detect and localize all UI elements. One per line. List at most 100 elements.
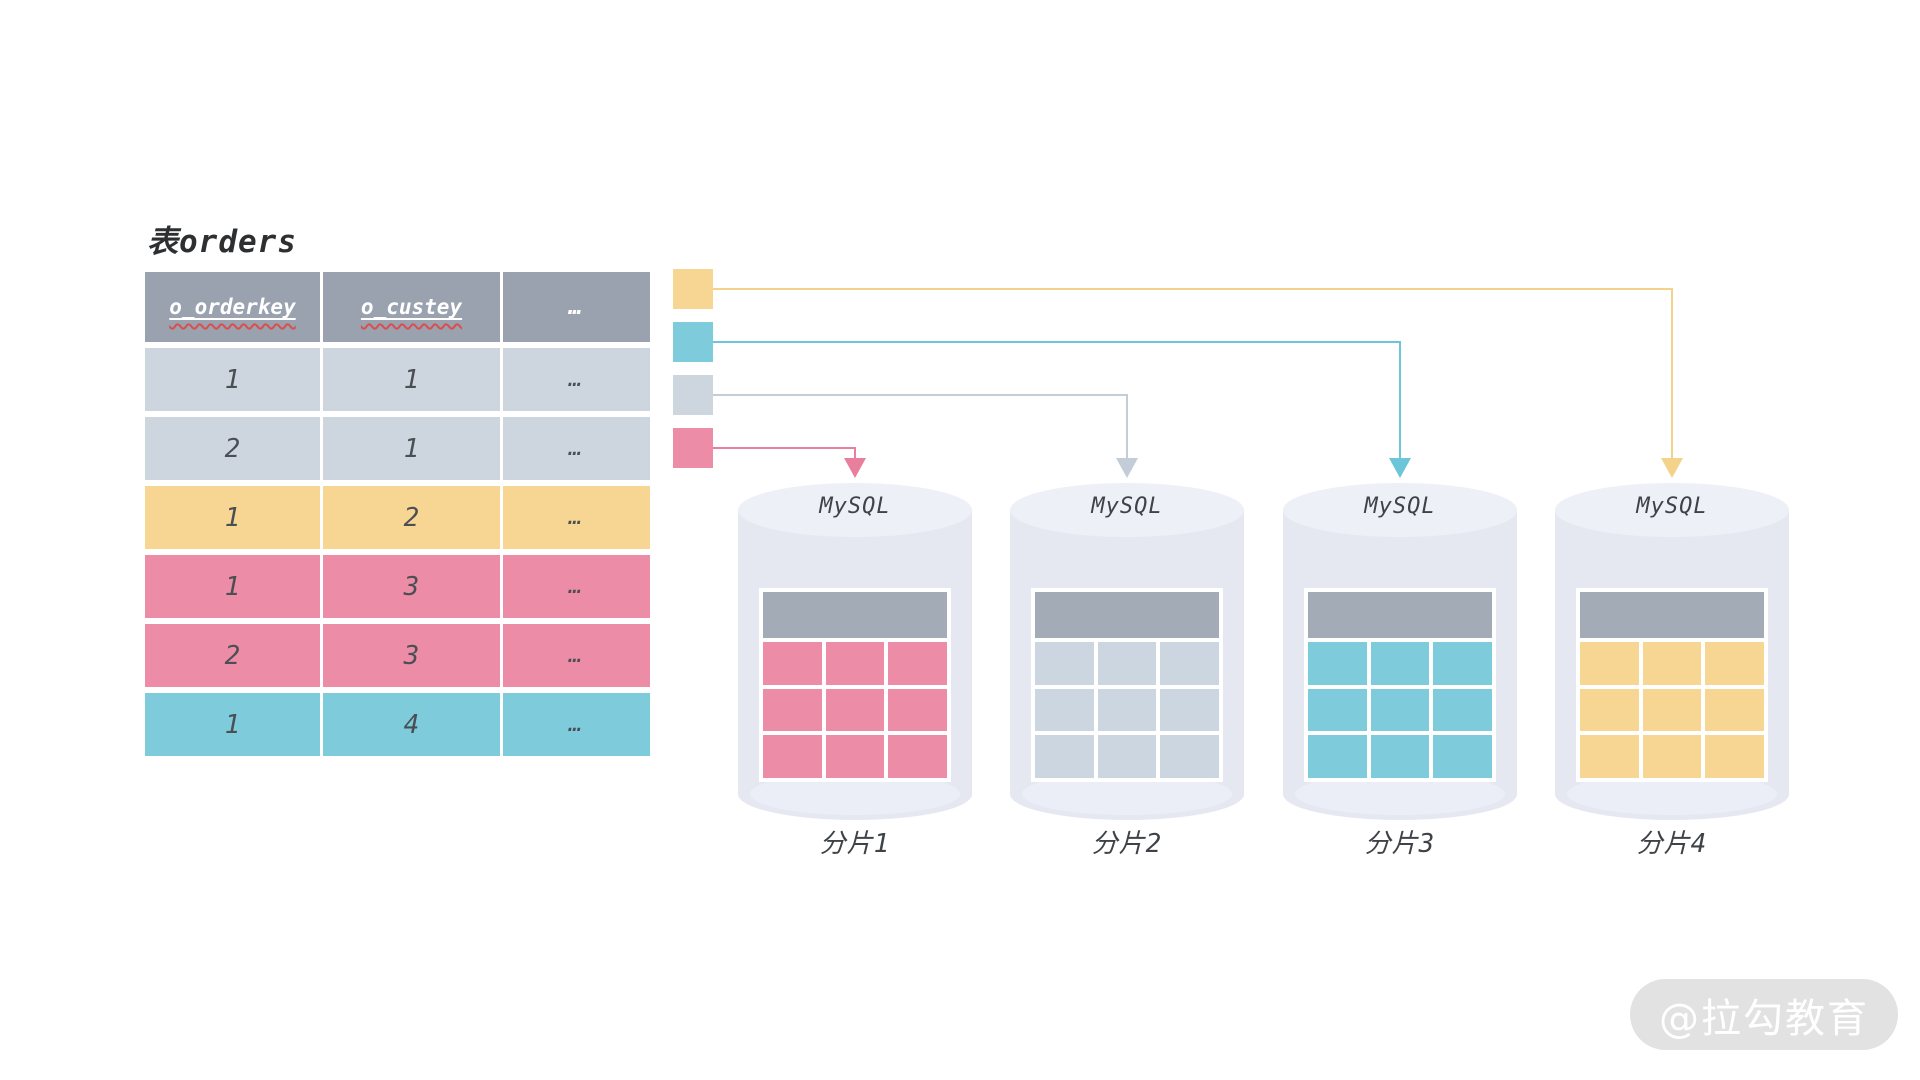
- shard-label-1: 分片1: [819, 829, 891, 859]
- table-row: 1 1 …: [145, 348, 650, 411]
- shard-cell: [1160, 735, 1219, 778]
- shard-table: [1031, 588, 1223, 782]
- shard-cell: [1308, 735, 1367, 778]
- shard-cell: [1580, 688, 1639, 732]
- shard-cell: [763, 688, 822, 732]
- shard-table: [1576, 588, 1768, 782]
- shard-table-cells: [1308, 642, 1492, 778]
- arrow-down-icon: [1116, 458, 1138, 478]
- table-row: 2 1 …: [145, 417, 650, 480]
- cylinder-top-cap: [1555, 483, 1789, 537]
- shard-cell: [1308, 688, 1367, 732]
- mysql-cylinder-shard4: MySQL: [1555, 483, 1789, 820]
- header-underline: o_custey: [361, 295, 462, 319]
- table-row: 1 2 …: [145, 486, 650, 549]
- shard-cell: [1580, 735, 1639, 778]
- cell-custey: 1: [323, 417, 500, 480]
- connector-pink-hline: [713, 447, 855, 449]
- cell-custey: 4: [323, 693, 500, 756]
- shard-cell: [825, 688, 885, 732]
- shard-cell: [1705, 735, 1764, 778]
- shard-cell: [1160, 688, 1219, 732]
- cell-orderkey: 2: [145, 417, 320, 480]
- shard-cell: [888, 735, 947, 778]
- shard-cell: [1433, 688, 1492, 732]
- shard-cell: [1370, 735, 1430, 778]
- connector-yellow-vline: [1671, 288, 1673, 458]
- cell-ellipsis: …: [503, 693, 650, 756]
- shard-label-4: 分片4: [1636, 829, 1708, 859]
- shard-cell: [763, 735, 822, 778]
- table-title: 表orders: [147, 224, 297, 260]
- shard-cell: [1370, 642, 1430, 685]
- cell-ellipsis: …: [503, 486, 650, 549]
- shard-table-header: [763, 592, 947, 638]
- shard-table-cells: [1580, 642, 1764, 778]
- connector-gray-vline: [1126, 394, 1128, 458]
- shard-cell: [1160, 642, 1219, 685]
- shard-cell: [1642, 642, 1702, 685]
- table-row: 1 4 …: [145, 693, 650, 756]
- shard-cell: [1580, 642, 1639, 685]
- table-row: 2 3 …: [145, 624, 650, 687]
- cell-ellipsis: …: [503, 624, 650, 687]
- shard-cell: [888, 642, 947, 685]
- mysql-label: MySQL: [819, 494, 891, 519]
- cell-custey: 1: [323, 348, 500, 411]
- swatch-cyan: [673, 322, 713, 362]
- swatch-gray-blue: [673, 375, 713, 415]
- shard-table-cells: [763, 642, 947, 778]
- header-cell-custey: o_custey: [323, 272, 500, 342]
- cell-orderkey: 1: [145, 486, 320, 549]
- cell-orderkey: 2: [145, 624, 320, 687]
- shard-cell: [1705, 688, 1764, 732]
- cell-custey: 3: [323, 555, 500, 618]
- arrow-down-icon: [844, 458, 866, 478]
- cell-orderkey: 1: [145, 348, 320, 411]
- shard-table-header: [1308, 592, 1492, 638]
- shard-cell: [888, 688, 947, 732]
- header-underline: o_orderkey: [169, 295, 295, 319]
- cell-ellipsis: …: [503, 348, 650, 411]
- cell-orderkey: 1: [145, 693, 320, 756]
- cell-orderkey: 1: [145, 555, 320, 618]
- shard-cell: [825, 642, 885, 685]
- connector-cyan-vline: [1399, 341, 1401, 458]
- shard-cell: [1642, 688, 1702, 732]
- connector-pink-vline: [854, 447, 856, 458]
- shard-cell: [825, 735, 885, 778]
- shard-cell: [1097, 688, 1157, 732]
- cell-ellipsis: …: [503, 417, 650, 480]
- connector-gray-hline: [713, 394, 1127, 396]
- arrow-down-icon: [1389, 458, 1411, 478]
- shard-label-3: 分片3: [1364, 829, 1436, 859]
- swatch-yellow: [673, 269, 713, 309]
- shard-table-header: [1035, 592, 1219, 638]
- mysql-cylinder-shard2: MySQL: [1010, 483, 1244, 820]
- table-row: 1 3 …: [145, 555, 650, 618]
- shard-cell: [1097, 642, 1157, 685]
- connector-cyan-hline: [713, 341, 1400, 343]
- connector-yellow-hline: [713, 288, 1672, 290]
- shard-cell: [1035, 735, 1094, 778]
- cell-custey: 2: [323, 486, 500, 549]
- mysql-label: MySQL: [1636, 494, 1708, 519]
- shard-cell: [1433, 735, 1492, 778]
- mysql-cylinder-shard3: MySQL: [1283, 483, 1517, 820]
- mysql-cylinder-shard1: MySQL: [738, 483, 972, 820]
- shard-cell: [1308, 642, 1367, 685]
- mysql-label: MySQL: [1364, 494, 1436, 519]
- orders-table-header-row: o_orderkey o_custey …: [145, 272, 650, 342]
- cylinder-top-cap: [1283, 483, 1517, 537]
- header-label: o_orderkey: [169, 295, 296, 319]
- header-cell-ellipsis: …: [503, 272, 650, 342]
- shard-table: [1304, 588, 1496, 782]
- ellipsis-label: …: [568, 294, 585, 320]
- shard-cell: [1642, 735, 1702, 778]
- shard-table: [759, 588, 951, 782]
- mysql-label: MySQL: [1091, 494, 1163, 519]
- arrow-down-icon: [1661, 458, 1683, 478]
- watermark-badge: @拉勾教育: [1630, 979, 1898, 1050]
- shard-cell: [1433, 642, 1492, 685]
